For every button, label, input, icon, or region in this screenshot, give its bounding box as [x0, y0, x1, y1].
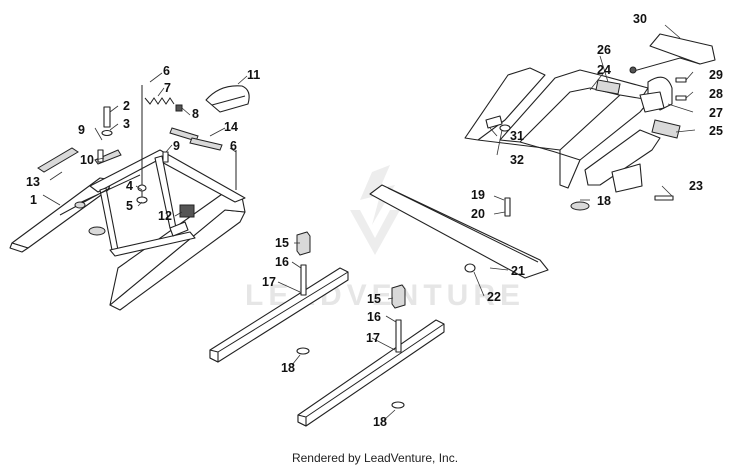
skid-plate [369, 184, 549, 279]
callout-19: 19 [471, 188, 485, 202]
callout-17-lower: 17 [366, 331, 380, 345]
callout-20: 20 [471, 207, 485, 221]
leader-lines [42, 24, 696, 421]
front-rack [464, 33, 716, 211]
callout-18-center: 18 [281, 361, 295, 375]
callout-3: 3 [123, 117, 130, 131]
callout-6-right: 6 [230, 139, 237, 153]
callout-15-lower: 15 [367, 292, 381, 306]
callout-32: 32 [510, 153, 524, 167]
footer-credit: Rendered by LeadVenture, Inc. [291, 451, 459, 465]
callout-9-left: 9 [78, 123, 85, 137]
callout-8: 8 [192, 107, 199, 121]
callout-27: 27 [709, 106, 723, 120]
callout-17-center: 17 [262, 275, 276, 289]
callout-6-top: 6 [163, 64, 170, 78]
callout-25: 25 [709, 124, 723, 138]
callout-24: 24 [597, 63, 611, 77]
callout-29: 29 [709, 68, 723, 82]
callout-13: 13 [26, 175, 40, 189]
callout-16-lower: 16 [367, 310, 381, 324]
callout-21: 21 [511, 264, 525, 278]
callout-1: 1 [30, 193, 37, 207]
callout-9-center: 9 [173, 139, 180, 153]
callout-16-center: 16 [275, 255, 289, 269]
rack-frame [9, 85, 250, 311]
callout-11: 11 [247, 68, 260, 82]
callout-numbers: 1 2 3 4 5 6 6 7 8 9 9 10 11 12 13 14 15 … [26, 12, 723, 429]
side-rails [209, 231, 445, 427]
callout-22: 22 [487, 290, 501, 304]
callout-12: 12 [158, 209, 172, 223]
callout-18-lower: 18 [373, 415, 387, 429]
callout-5: 5 [126, 199, 133, 213]
callout-23: 23 [689, 179, 703, 193]
callout-14: 14 [224, 120, 238, 134]
callout-31: 31 [510, 129, 524, 143]
callout-18-right: 18 [597, 194, 611, 208]
callout-4: 4 [126, 179, 133, 193]
callout-2: 2 [123, 99, 130, 113]
callout-30: 30 [633, 12, 647, 26]
callout-26: 26 [597, 43, 611, 57]
callout-28: 28 [709, 87, 723, 101]
callout-10: 10 [80, 153, 94, 167]
callout-15-center: 15 [275, 236, 289, 250]
callout-7: 7 [164, 81, 171, 95]
